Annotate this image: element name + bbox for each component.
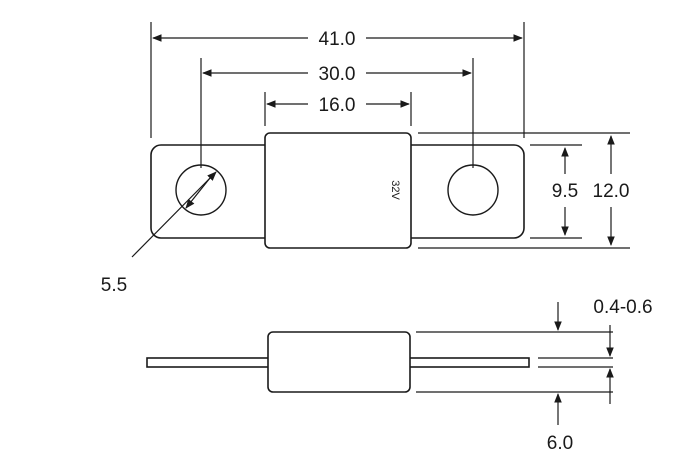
hole-diameter-leader (131, 171, 217, 258)
tab-thickness-label: 0.4-0.6 (593, 297, 652, 318)
inner-height-label: 9.5 (552, 181, 578, 202)
hole-diameter-label: 5.5 (101, 275, 127, 296)
hole-spacing-label: 30.0 (319, 64, 356, 85)
top-view: 32V 41.0 30.0 16.0 9.5 12.0 (101, 22, 630, 296)
fuse-body-side (267, 331, 411, 393)
side-view: 0.4-0.6 6.0 (146, 297, 653, 454)
outer-height-label: 12.0 (593, 181, 630, 202)
body-thickness-label: 6.0 (547, 433, 573, 454)
overall-length-label: 41.0 (319, 29, 356, 50)
body-width-label: 16.0 (319, 95, 356, 116)
fuse-body (264, 132, 412, 249)
fuse-voltage-marking: 32V (389, 180, 401, 200)
hole-diameter-leader-inner (185, 177, 211, 209)
